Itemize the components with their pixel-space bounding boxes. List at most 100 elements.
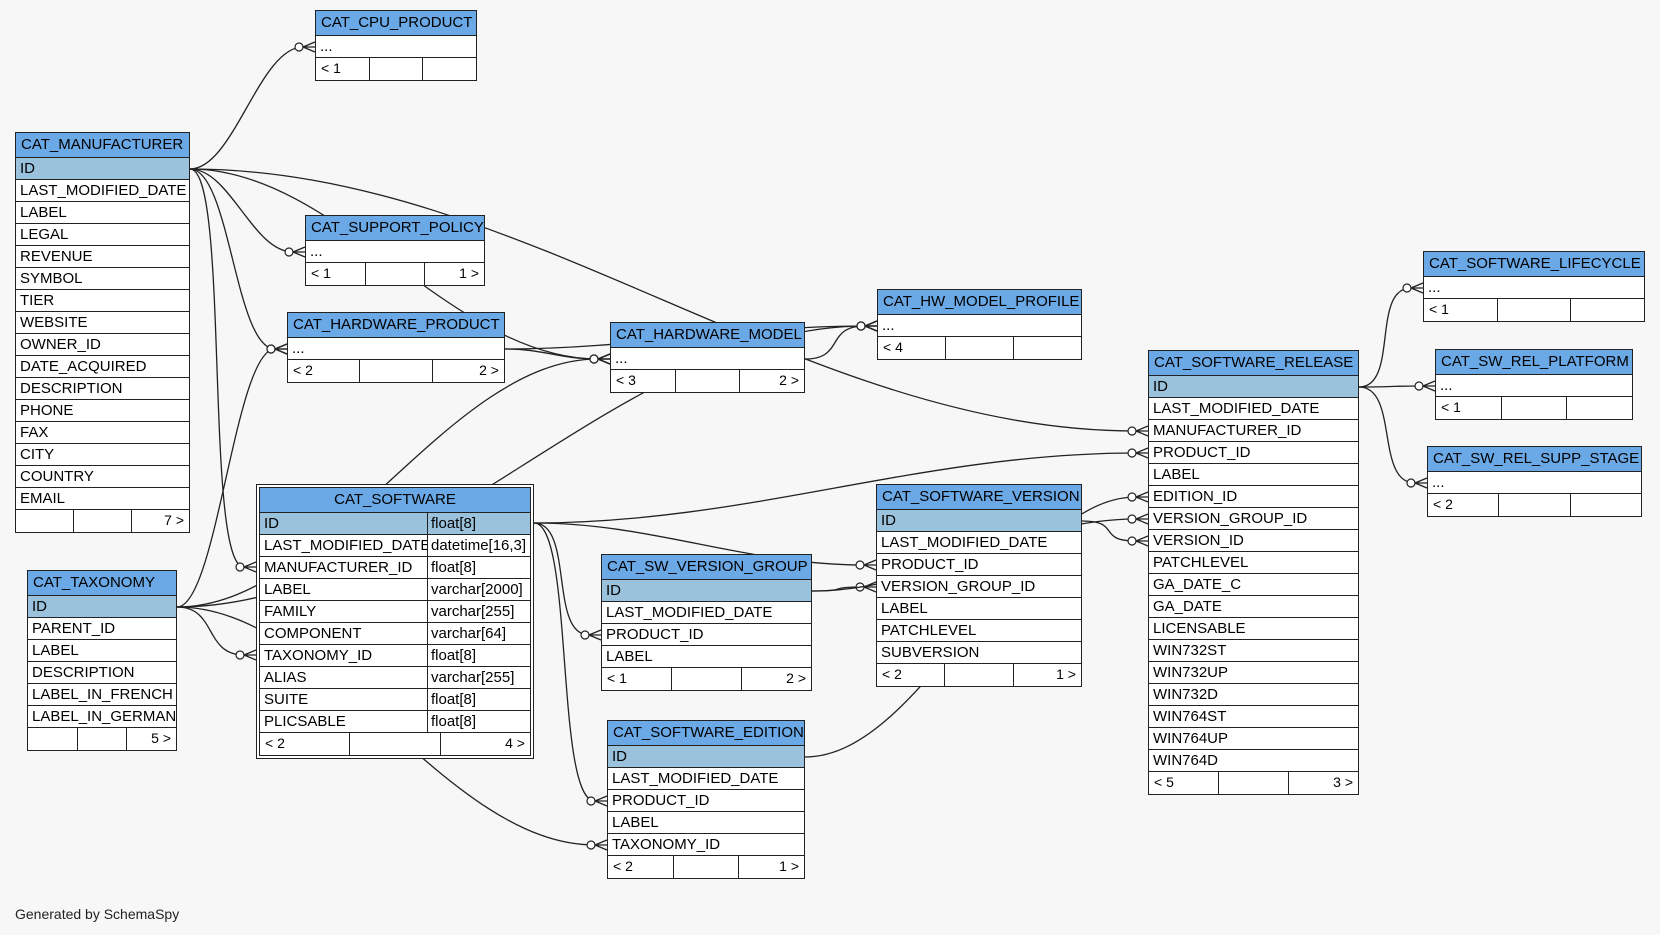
- children-count[interactable]: [1569, 494, 1641, 516]
- table-title[interactable]: CAT_CPU_PRODUCT: [316, 11, 476, 36]
- table-title[interactable]: CAT_SOFTWARE_VERSION: [877, 485, 1081, 510]
- table-cpu-product[interactable]: CAT_CPU_PRODUCT... < 1: [315, 10, 477, 81]
- parents-count[interactable]: [16, 510, 73, 532]
- parents-count[interactable]: < 2: [265, 735, 285, 751]
- table-software-lifecycle[interactable]: CAT_SOFTWARE_LIFECYCLE...< 1: [1423, 251, 1645, 322]
- children-count[interactable]: 2 >: [739, 370, 804, 392]
- children-count[interactable]: 1 >: [1012, 664, 1081, 686]
- table-title[interactable]: CAT_SOFTWARE_EDITION: [608, 721, 804, 746]
- table-sw-rel-supp-stage[interactable]: CAT_SW_REL_SUPP_STAGE...< 2: [1427, 446, 1642, 517]
- primary-key-row[interactable]: ID: [28, 596, 176, 618]
- children-count[interactable]: 1 >: [738, 856, 804, 878]
- column-row[interactable]: TAXONOMY_ID: [608, 834, 804, 856]
- column-row[interactable]: DATE_ACQUIRED: [16, 356, 189, 378]
- column-row[interactable]: PRODUCT_ID: [877, 554, 1081, 576]
- column-row[interactable]: FAX: [16, 422, 189, 444]
- column-row[interactable]: ...: [1424, 277, 1644, 299]
- column-row[interactable]: LABEL: [1149, 464, 1358, 486]
- parents-count[interactable]: < 3: [616, 372, 636, 388]
- parents-count[interactable]: < 2: [293, 362, 313, 378]
- column-row[interactable]: REVENUE: [16, 246, 189, 268]
- column-row[interactable]: PATCHLEVEL: [877, 620, 1081, 642]
- parents-count[interactable]: < 1: [607, 670, 627, 686]
- table-title[interactable]: CAT_SOFTWARE_LIFECYCLE: [1424, 252, 1644, 277]
- primary-key-row[interactable]: ID: [16, 158, 189, 180]
- primary-key-row[interactable]: ID: [1149, 376, 1358, 398]
- column-row[interactable]: LABEL_IN_FRENCH: [28, 684, 176, 706]
- column-row[interactable]: PRODUCT_ID: [608, 790, 804, 812]
- table-title[interactable]: CAT_SOFTWARE: [260, 488, 530, 513]
- column-row[interactable]: WIN764D: [1149, 750, 1358, 772]
- column-row[interactable]: VERSION_GROUP_ID: [877, 576, 1081, 598]
- primary-key-row[interactable]: ID: [602, 580, 811, 602]
- column-row[interactable]: LEGAL: [16, 224, 189, 246]
- column-row[interactable]: GA_DATE_C: [1149, 574, 1358, 596]
- column-row[interactable]: DESCRIPTION: [28, 662, 176, 684]
- children-count[interactable]: [1013, 337, 1081, 359]
- parents-count[interactable]: < 4: [883, 339, 903, 355]
- column-row[interactable]: LABEL: [602, 646, 811, 668]
- column-row[interactable]: PRODUCT_ID: [1149, 442, 1358, 464]
- table-title[interactable]: CAT_HW_MODEL_PROFILE: [878, 290, 1081, 315]
- column-row[interactable]: LABEL: [877, 598, 1081, 620]
- table-title[interactable]: CAT_HARDWARE_MODEL: [611, 323, 804, 348]
- table-hardware-model[interactable]: CAT_HARDWARE_MODEL... < 3 2 >: [610, 322, 805, 393]
- table-title[interactable]: CAT_SOFTWARE_RELEASE: [1149, 351, 1358, 376]
- table-title[interactable]: CAT_HARDWARE_PRODUCT: [288, 313, 504, 338]
- column-row[interactable]: LABEL: [16, 202, 189, 224]
- column-row[interactable]: PATCHLEVEL: [1149, 552, 1358, 574]
- parents-count[interactable]: < 1: [1441, 399, 1461, 415]
- column-row[interactable]: DESCRIPTION: [16, 378, 189, 400]
- column-row[interactable]: LABEL: [608, 812, 804, 834]
- column-row[interactable]: ...: [316, 36, 476, 58]
- column-row[interactable]: LABEL: [28, 640, 176, 662]
- children-count[interactable]: 2 >: [741, 668, 811, 690]
- column-row[interactable]: LICENSABLE: [1149, 618, 1358, 640]
- column-row[interactable]: EDITION_ID: [1149, 486, 1358, 508]
- table-title[interactable]: CAT_SW_REL_PLATFORM: [1436, 350, 1632, 375]
- parents-count[interactable]: < 1: [311, 265, 331, 281]
- table-title[interactable]: CAT_SW_REL_SUPP_STAGE: [1428, 447, 1641, 472]
- parents-count[interactable]: < 5: [1154, 774, 1174, 790]
- column-row[interactable]: OWNER_ID: [16, 334, 189, 356]
- column-row[interactable]: SYMBOL: [16, 268, 189, 290]
- column-row[interactable]: LAST_MODIFIED_DATE: [877, 532, 1081, 554]
- column-row[interactable]: LAST_MODIFIED_DATE: [16, 180, 189, 202]
- table-title[interactable]: CAT_TAXONOMY: [28, 571, 176, 596]
- column-row[interactable]: LAST_MODIFIED_DATE: [602, 602, 811, 624]
- table-title[interactable]: CAT_SW_VERSION_GROUP: [602, 555, 811, 580]
- column-row[interactable]: EMAIL: [16, 488, 189, 510]
- column-row[interactable]: PARENT_ID: [28, 618, 176, 640]
- parents-count[interactable]: < 1: [321, 60, 341, 76]
- children-count[interactable]: [1570, 299, 1644, 321]
- children-count[interactable]: 2 >: [431, 360, 504, 382]
- column-row[interactable]: WIN764UP: [1149, 728, 1358, 750]
- column-row[interactable]: SUBVERSION: [877, 642, 1081, 664]
- column-row[interactable]: WIN732D: [1149, 684, 1358, 706]
- children-count[interactable]: 1 >: [424, 263, 484, 285]
- table-sw-rel-platform[interactable]: CAT_SW_REL_PLATFORM... < 1: [1435, 349, 1633, 420]
- primary-key-row[interactable]: ID: [608, 746, 804, 768]
- column-row[interactable]: ...: [288, 338, 504, 360]
- column-row[interactable]: CITY: [16, 444, 189, 466]
- column-row[interactable]: ...: [1436, 375, 1632, 397]
- table-title[interactable]: CAT_SUPPORT_POLICY: [306, 216, 484, 241]
- column-row[interactable]: ...: [611, 348, 804, 370]
- column-row[interactable]: COUNTRY: [16, 466, 189, 488]
- column-row[interactable]: WIN732ST: [1149, 640, 1358, 662]
- table-title[interactable]: CAT_MANUFACTURER: [16, 133, 189, 158]
